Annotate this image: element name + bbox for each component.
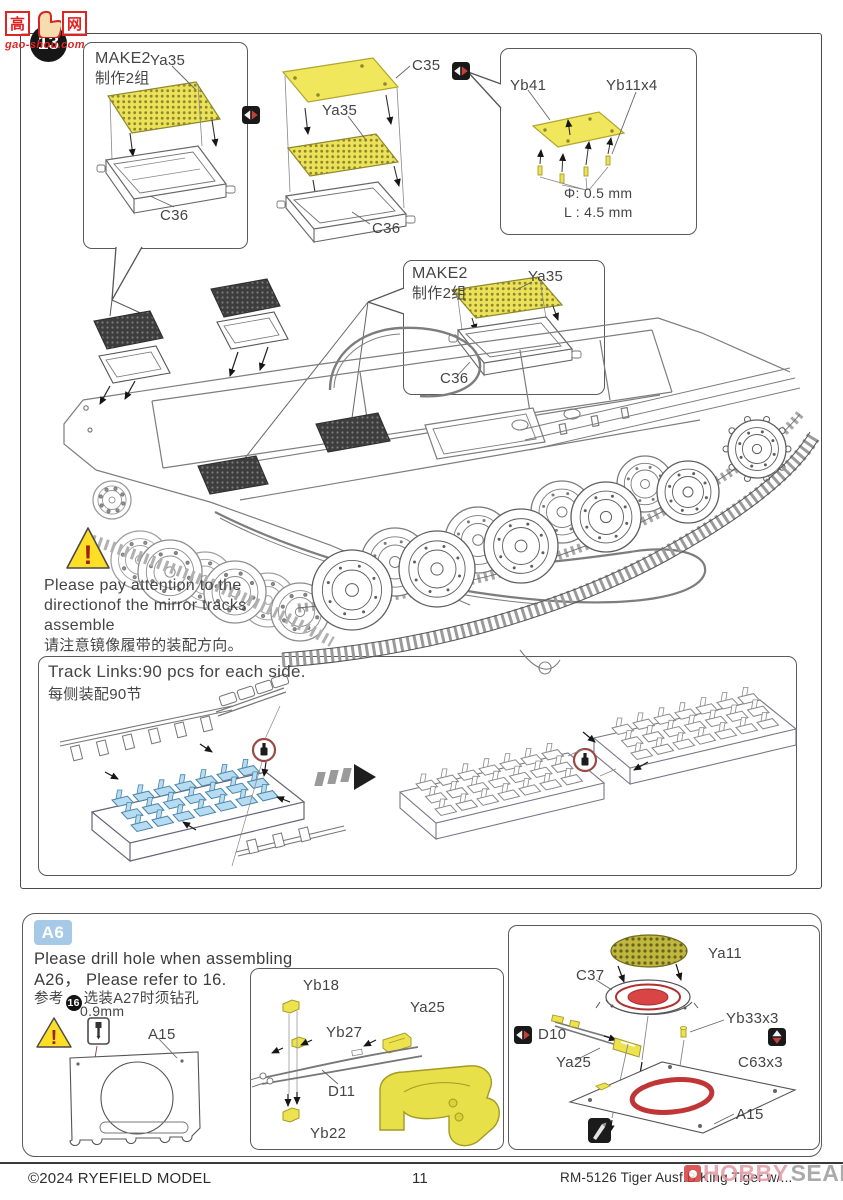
copyright-text: ©2024 RYEFIELD MODEL <box>28 1170 212 1187</box>
part-label-a15: A15 <box>736 1106 764 1123</box>
watermark-site-url: gao-shou.com <box>5 39 85 51</box>
part-label-ya11: Ya11 <box>708 945 743 962</box>
a6-right-box <box>508 925 820 1150</box>
part-label-c63x3: C63x3 <box>738 1054 783 1071</box>
drill-diameter-spec: Φ: 0.5 mm <box>564 185 633 201</box>
part-label-c37: C37 <box>576 967 605 984</box>
part-label-d11: D11 <box>328 1083 356 1100</box>
a6-instruction-en-2: A26， Please refer to 16. <box>34 971 227 989</box>
watermark-char-right: 网 <box>62 10 87 36</box>
part-label-ya35: Ya35 <box>322 102 358 119</box>
warning-text-en-3: assemble <box>44 617 115 634</box>
part-label-c36: C36 <box>440 370 469 387</box>
part-label-yb11x4: Yb11x4 <box>606 77 658 94</box>
track-links-title-en: Track Links:90 pcs for each side. <box>48 662 306 681</box>
track-links-title-cn: 每侧装配90节 <box>48 686 142 703</box>
drill-size-label: 0.9mm <box>80 1003 125 1019</box>
footer-divider <box>0 1162 843 1164</box>
step13-frame <box>20 33 822 889</box>
drill-length-spec: L : 4.5 mm <box>564 204 633 220</box>
part-label-yb18: Yb18 <box>303 977 340 994</box>
track-links-box <box>38 656 797 876</box>
warning-text-cn: 请注意镜像履带的装配方向。 <box>44 637 243 654</box>
page-number: 11 <box>412 1170 428 1187</box>
step-16-ref-badge: 16 <box>65 995 82 1012</box>
part-label-ya35: Ya35 <box>528 268 564 285</box>
part-label-c36: C36 <box>160 207 189 224</box>
part-label-a15: A15 <box>148 1026 176 1043</box>
a6-mid-box <box>250 968 504 1150</box>
part-label-c35: C35 <box>412 57 441 74</box>
part-label-c36: C36 <box>372 220 401 237</box>
a6-instruction-en-1: Please drill hole when assembling <box>34 950 293 968</box>
warning-text-en-2: directionof the mirror tracks <box>44 597 247 614</box>
part-label-yb27: Yb27 <box>326 1024 363 1041</box>
hobbysearch-watermark: HOBBY SEARCH <box>684 1160 843 1187</box>
site-watermark: 高 网 gao-shou.com <box>5 8 105 51</box>
make-label-cn: 制作2组 <box>95 70 150 87</box>
part-label-yb22: Yb22 <box>310 1125 347 1142</box>
thumb-up-icon <box>37 10 61 38</box>
a6-cn-prefix: 参考 <box>34 991 64 1007</box>
part-label-ya35: Ya35 <box>150 52 186 69</box>
part-label-d10: D10 <box>538 1026 567 1043</box>
kit-code-text: RM-5126 Tiger Ausf.B King Tiger w/... <box>560 1170 793 1185</box>
part-label-yb41: Yb41 <box>510 77 547 94</box>
make-label-cn: 制作2组 <box>412 285 467 302</box>
step-a6-badge: A6 <box>34 920 72 945</box>
hobbysearch-word-hobby: HOBBY <box>703 1160 789 1186</box>
make2-box-1 <box>83 42 248 249</box>
hobbysearch-word-search: SEARCH <box>790 1160 843 1186</box>
warning-text-en-1: Please pay attention to the <box>44 577 242 594</box>
make-label-en: MAKE2 <box>95 50 151 67</box>
hobbysearch-logo-icon <box>684 1165 701 1182</box>
part-label-yb33x3: Yb33x3 <box>726 1010 779 1027</box>
a6-cn-suffix: 选装A27时须钻孔 <box>83 991 200 1007</box>
part-label-ya25: Ya25 <box>410 999 446 1016</box>
make-label-en: MAKE2 <box>412 265 468 282</box>
a6-outer-box <box>22 913 822 1157</box>
watermark-char-left: 高 <box>5 10 30 36</box>
part-label-ya25: Ya25 <box>556 1054 592 1071</box>
drill-callout-box <box>500 48 697 235</box>
